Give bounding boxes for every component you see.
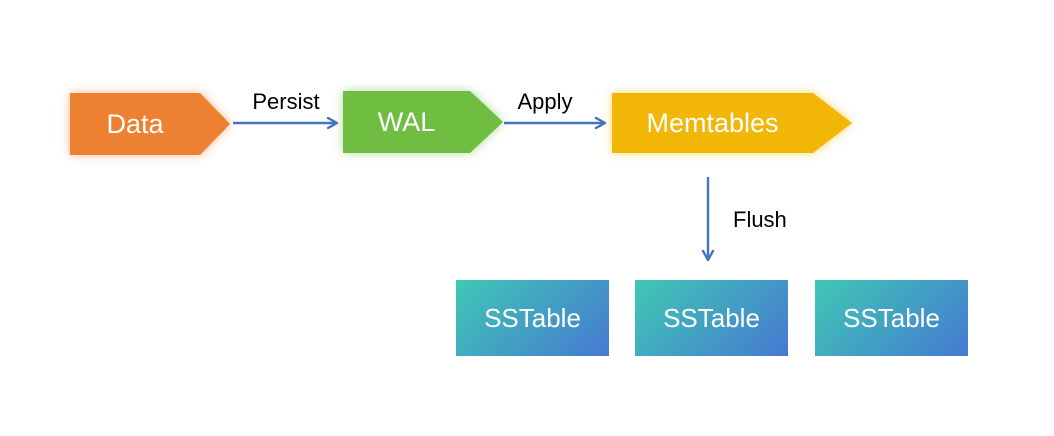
edge-label-flush: Flush	[733, 207, 787, 232]
node-memtables-label: Memtables	[646, 107, 779, 138]
node-sstable-1-label: SSTable	[484, 302, 581, 333]
node-wal-label: WAL	[377, 106, 436, 137]
edge-label-persist: Persist	[252, 89, 320, 114]
node-data-label: Data	[106, 108, 164, 139]
node-wal: WAL	[343, 91, 503, 153]
node-memtables: Memtables	[612, 93, 852, 153]
node-data: Data	[70, 93, 230, 155]
edge-label-apply: Apply	[517, 89, 573, 114]
node-sstable-2: SSTable	[635, 280, 788, 356]
node-sstable-2-label: SSTable	[663, 302, 760, 333]
node-sstable-1: SSTable	[456, 280, 609, 356]
node-sstable-3: SSTable	[815, 280, 968, 356]
node-sstable-3-label: SSTable	[843, 302, 940, 333]
